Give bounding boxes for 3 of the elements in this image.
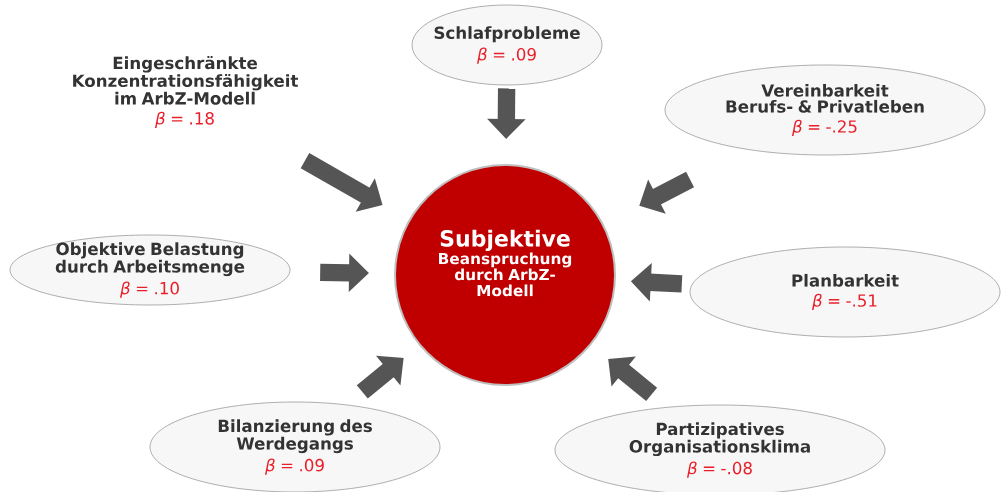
block-arrow [639, 171, 694, 214]
factor-label: Eingeschränkte Konzentrationsfähigkeit im ArbZ-Modell β = .18 [73, 56, 299, 128]
block-arrow [356, 355, 404, 399]
